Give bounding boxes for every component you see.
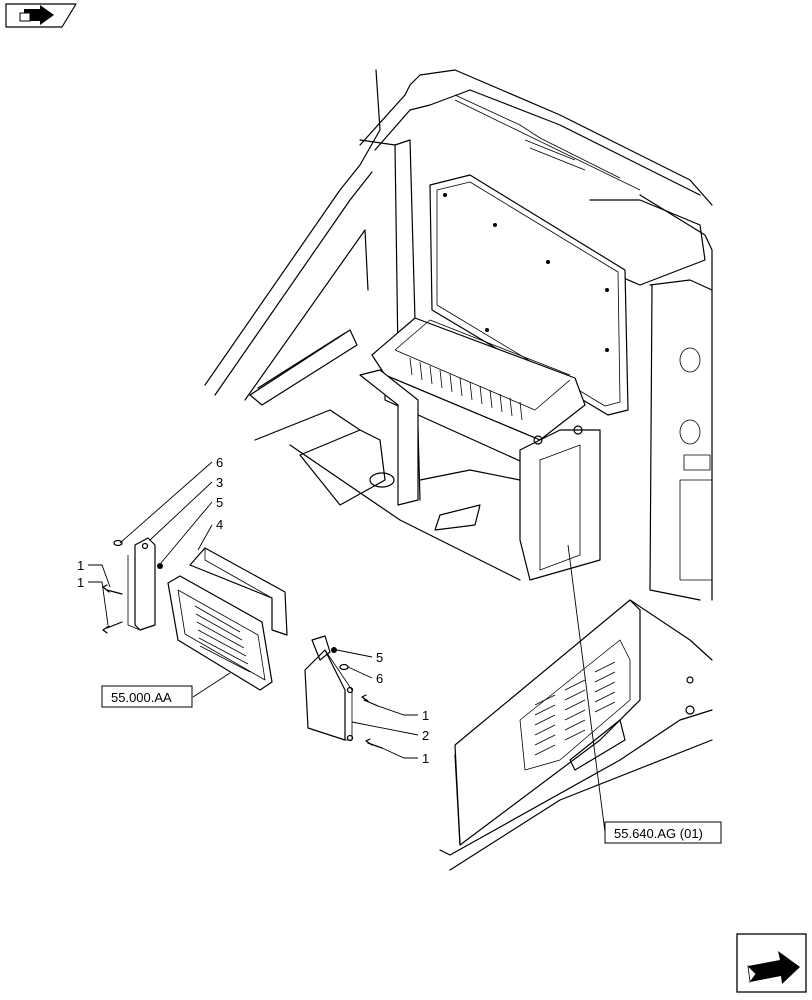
reference-label: 55.640.AG (01) (614, 826, 703, 841)
vent-grille (167, 575, 273, 691)
callout-3: 3 (216, 475, 223, 490)
callout-6-right: 6 (376, 671, 383, 686)
callout-2: 2 (422, 728, 429, 743)
callout-1-lower-left: 1 (77, 575, 84, 590)
reference-label: 55.000.AA (111, 690, 172, 705)
forward-arrow-icon[interactable] (736, 933, 807, 993)
callout-5-left: 5 (216, 495, 223, 510)
leader-lines (88, 461, 606, 833)
callout-5-right: 5 (376, 650, 383, 665)
left-bracket-assembly (102, 537, 163, 634)
back-arrow-icon[interactable] (5, 3, 77, 28)
cover-plate (189, 547, 288, 636)
reference-link-55000aa[interactable]: 55.000.AA (101, 685, 193, 708)
machine-frame (204, 69, 713, 871)
callout-6-left: 6 (216, 455, 223, 470)
callout-1-right-lower: 1 (422, 751, 429, 766)
reference-link-55640ag[interactable]: 55.640.AG (01) (604, 821, 722, 844)
callout-1-right-upper: 1 (422, 708, 429, 723)
callout-1-upper-left: 1 (77, 558, 84, 573)
module-ribs (409, 357, 523, 421)
callout-4: 4 (216, 517, 223, 532)
lower-vent-grille (519, 639, 631, 771)
right-bracket (304, 635, 383, 749)
callout-labels: 6 3 5 4 1 1 5 6 1 2 1 (77, 455, 429, 766)
